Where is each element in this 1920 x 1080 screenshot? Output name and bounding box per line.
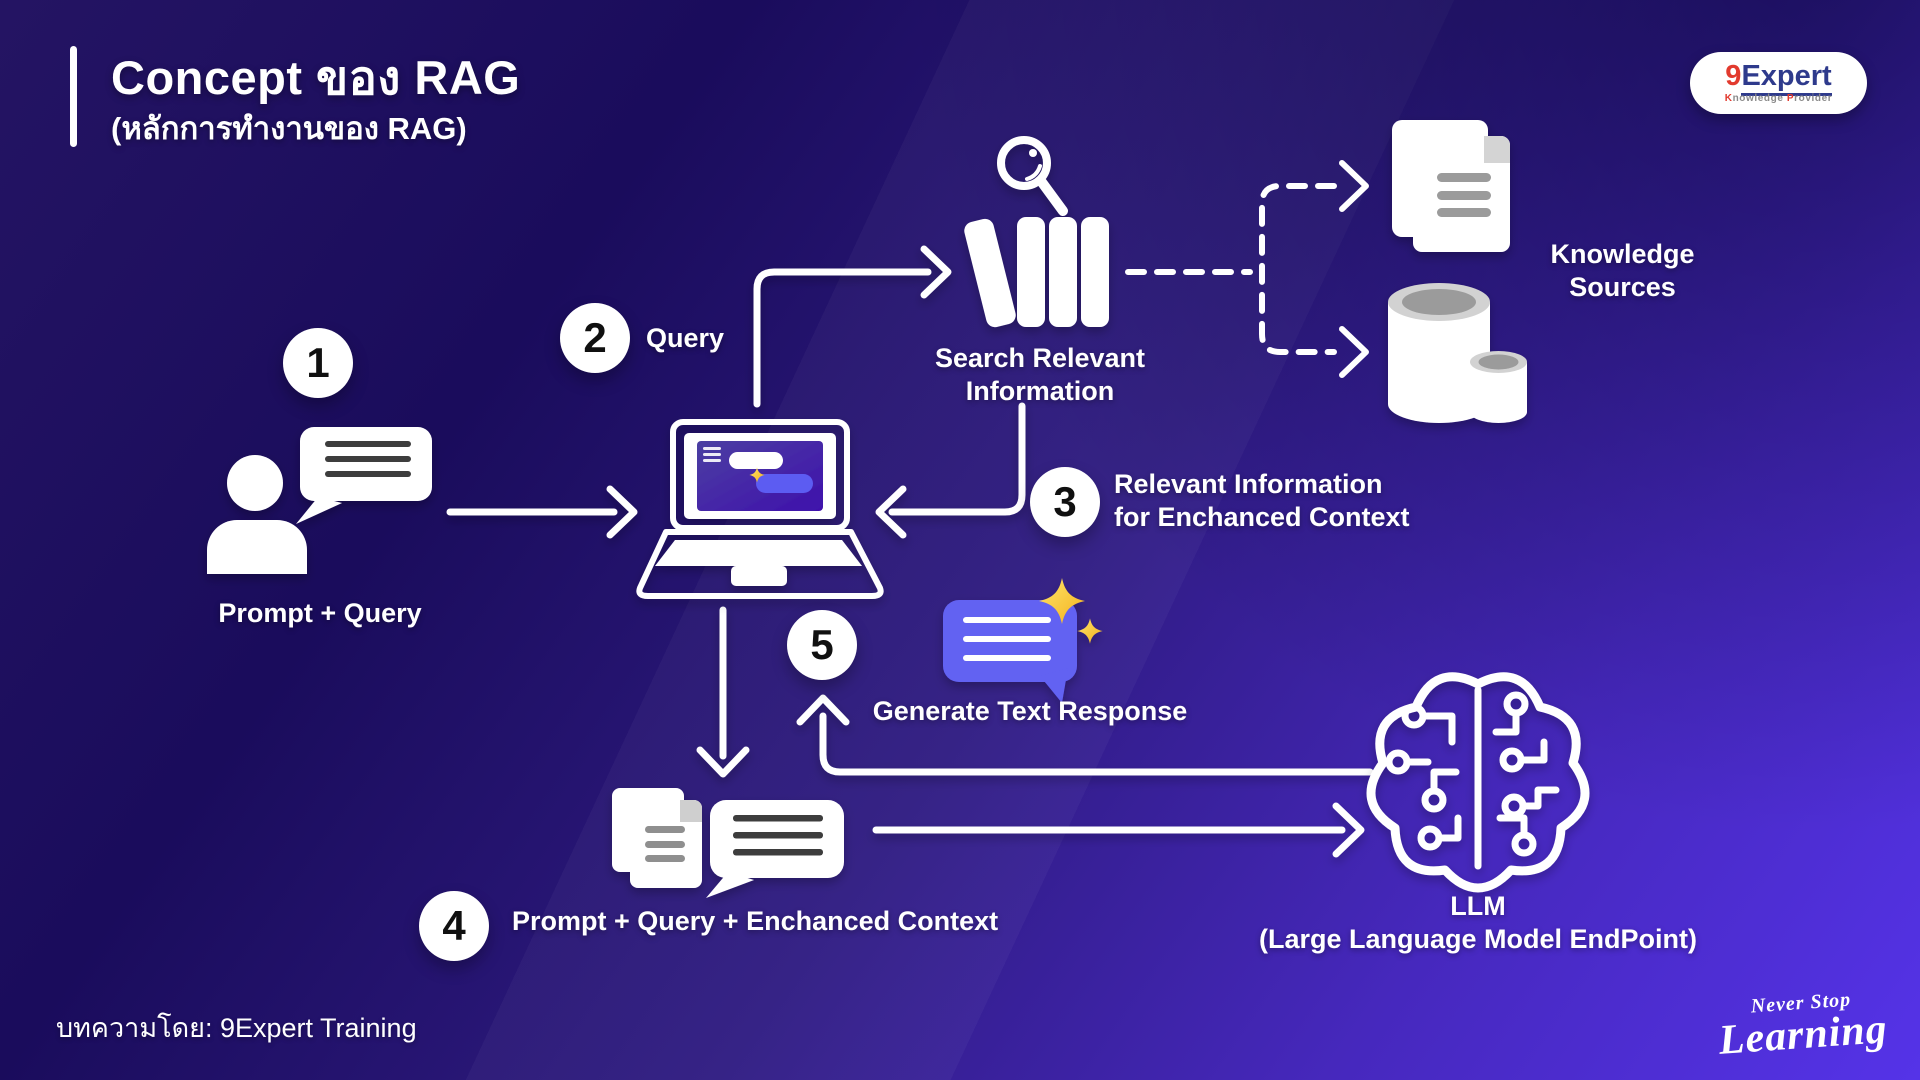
step5-label: Generate Text Response [872, 696, 1188, 726]
arrow-laptop-to-context [696, 606, 750, 778]
documents-with-chat-bubble-icon [612, 788, 844, 898]
logo-tagline-k: K [1724, 93, 1733, 104]
title-accent-bar [70, 46, 77, 147]
database-cylinders-icon [1388, 283, 1527, 424]
arrow-user-to-laptop [446, 485, 638, 539]
search-node-label: Search Relevant Information [934, 343, 1146, 406]
logo-name: Expert [1741, 60, 1832, 96]
brain-circuit-icon [1366, 672, 1590, 893]
logo-tagline-krest: nowledge [1732, 93, 1787, 104]
llm-node-label: LLM (Large Language Model EndPoint) [1259, 891, 1697, 954]
logo-tagline-prest: rovider [1794, 93, 1833, 104]
chat-bubble-with-sparkles-icon [943, 578, 1103, 703]
step3-label: Relevant Information for Enchanced Conte… [1114, 469, 1410, 532]
dashed-connector-knowledge [1125, 160, 1369, 378]
logo-tagline-p: P [1786, 93, 1795, 104]
step1-label: Prompt + Query [218, 598, 422, 628]
step-badge-5: 5 [787, 610, 857, 680]
step2-label: Query [646, 323, 725, 353]
credit-text: บทความโดย: 9Expert Training [56, 1013, 417, 1043]
9expert-logo: 9Expert Knowledge Provider [1690, 52, 1867, 114]
page-title: Concept ของ RAG [111, 51, 521, 104]
arrow-search-to-laptop [875, 402, 1026, 539]
knowledge-node-label: Knowledge Sources [1550, 239, 1695, 302]
logo-wordmark: 9Expert [1725, 60, 1832, 96]
documents-icon [1392, 120, 1510, 252]
user-with-chat-bubble-icon [207, 427, 432, 574]
logo-number: 9 [1725, 60, 1742, 92]
arrow-context-to-llm [872, 802, 1365, 858]
page-subtitle: (หลักการทำงานของ RAG) [111, 111, 467, 146]
step4-label: Prompt + Query + Enchanced Context [512, 906, 999, 936]
step-badge-1: 1 [283, 328, 353, 398]
step-badge-3: 3 [1030, 467, 1100, 537]
step-badge-4: 4 [419, 891, 489, 961]
arrow-laptop-to-search [753, 245, 952, 408]
books-with-magnifier-icon [964, 136, 1109, 328]
laptop-icon [636, 419, 884, 599]
logo-tagline: Knowledge Provider [1725, 94, 1833, 104]
arrow-llm-to-generate [796, 694, 1374, 776]
step-badge-2: 2 [560, 303, 630, 373]
never-stop-learning-logo: Never Stop Learning [1703, 985, 1902, 1065]
